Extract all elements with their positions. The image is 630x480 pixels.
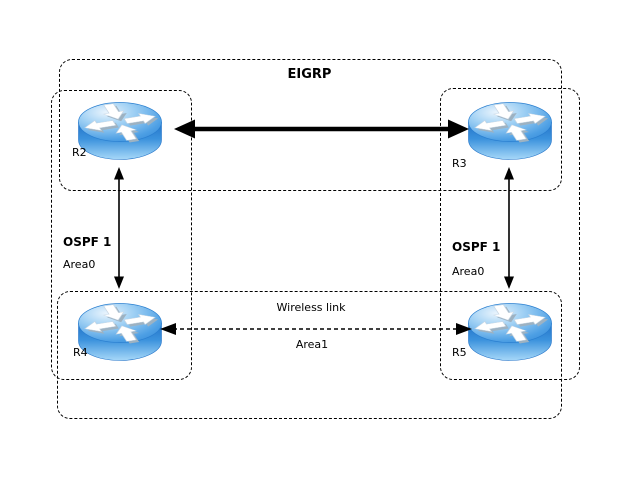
eigrp-container [59, 59, 562, 191]
router-r3-label: R3 [452, 157, 467, 170]
ospf-right-protocol-label: OSPF 1 [452, 240, 501, 254]
router-r4-icon [78, 303, 162, 361]
ospf-left-protocol-label: OSPF 1 [63, 235, 112, 249]
router-r5-icon [468, 303, 552, 361]
ospf-area0-left-container [51, 90, 192, 380]
router-r2-label: R2 [72, 146, 87, 159]
router-r3-icon [468, 102, 552, 160]
ospf-right-area-label: Area0 [452, 265, 485, 278]
ospf-area0-right-container [440, 88, 580, 380]
router-r4-label: R4 [73, 346, 88, 359]
router-r5-label: R5 [452, 346, 467, 359]
wireless-link-label: Wireless link [276, 301, 346, 314]
wireless-area1-container [57, 291, 562, 419]
ospf-left-area-label: Area0 [63, 258, 96, 271]
router-r2-icon [78, 102, 162, 160]
wireless-area-label: Area1 [295, 338, 329, 351]
eigrp-label: EIGRP [287, 67, 332, 82]
